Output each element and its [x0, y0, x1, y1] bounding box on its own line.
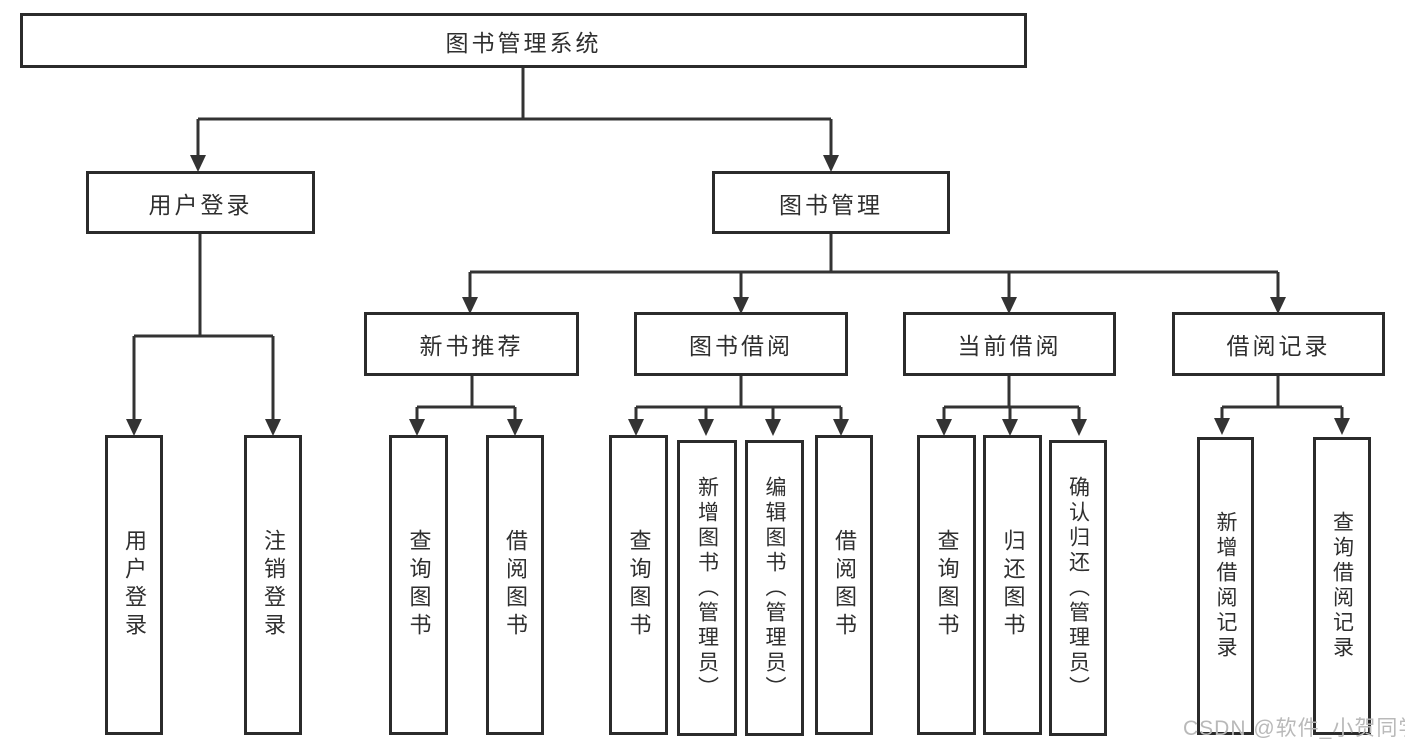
leaf-edit-book-admin: 编辑图书（管理员） — [745, 440, 804, 736]
leaf-return-book: 归还图书 — [983, 435, 1042, 735]
leaf-logout: 注销登录 — [244, 435, 302, 735]
leaf-add-borrow-record: 新增借阅记录 — [1197, 437, 1254, 735]
leaf-query-borrow-record: 查询借阅记录 — [1313, 437, 1371, 735]
leaf-recommend-borrow-book: 借阅图书 — [486, 435, 544, 735]
node-borrow-records: 借阅记录 — [1172, 312, 1385, 376]
leaf-borrowing-query-book: 查询图书 — [609, 435, 668, 735]
leaf-user-login: 用户登录 — [105, 435, 163, 735]
node-user-login: 用户登录 — [86, 171, 315, 234]
node-library-system: 图书管理系统 — [20, 13, 1027, 68]
leaf-current-query-book: 查询图书 — [917, 435, 976, 735]
leaf-recommend-query-book: 查询图书 — [389, 435, 448, 735]
node-new-book-recommend: 新书推荐 — [364, 312, 579, 376]
leaf-confirm-return-admin: 确认归还（管理员） — [1049, 440, 1107, 736]
node-book-management: 图书管理 — [712, 171, 950, 234]
csdn-watermark: CSDN @软件_小贺同学 — [1183, 717, 1405, 740]
arrowhead-icons — [126, 155, 1350, 436]
leaf-add-book-admin: 新增图书（管理员） — [677, 440, 737, 736]
node-current-borrowing: 当前借阅 — [903, 312, 1116, 376]
node-book-borrowing: 图书借阅 — [634, 312, 848, 376]
leaf-borrowing-borrow-book: 借阅图书 — [815, 435, 873, 735]
